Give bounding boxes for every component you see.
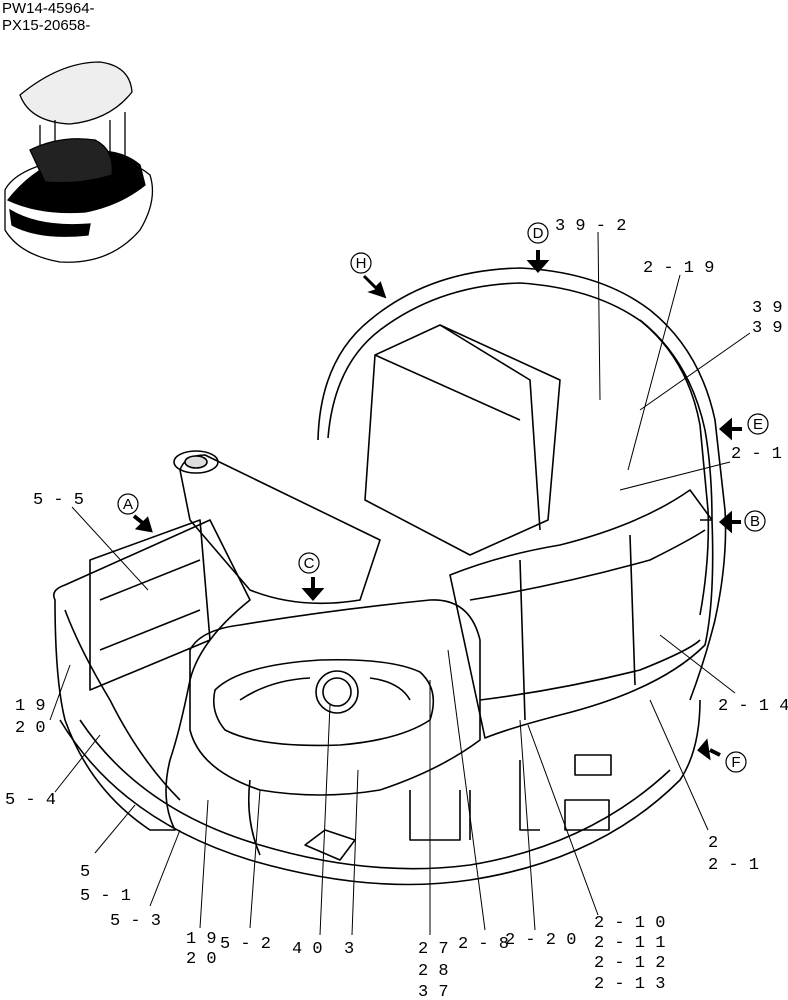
view-marker-h: H <box>350 252 387 299</box>
callout-5: 5 <box>80 863 90 882</box>
callout-2-10: 2 - 1 0 <box>594 914 665 933</box>
callout-2: 2 <box>708 834 718 853</box>
callout-2-11: 2 - 1 1 <box>594 934 665 953</box>
upper-frame-drawing <box>52 267 727 886</box>
callout-5-2: 5 - 2 <box>220 935 271 954</box>
callout-labels: 3 9 - 2 2 - 1 9 3 9 3 9 2 - 1 5 - 5 2 - … <box>5 217 788 1000</box>
callout-2-1-right: 2 - 1 <box>731 445 782 464</box>
svg-text:A: A <box>123 496 133 513</box>
view-marker-e: E <box>718 413 769 441</box>
callout-2-8: 2 - 8 <box>458 935 509 954</box>
callout-2-12: 2 - 1 2 <box>594 954 665 973</box>
svg-text:H: H <box>356 255 367 272</box>
cab-thumbnail <box>4 61 154 263</box>
view-marker-f: F <box>697 738 747 773</box>
callout-2-14: 2 - 1 4 <box>718 697 788 716</box>
callout-2-19: 2 - 1 9 <box>643 259 714 278</box>
callout-27: 2 7 <box>418 940 449 959</box>
callout-3: 3 <box>344 940 354 959</box>
callout-5-3: 5 - 3 <box>110 912 161 931</box>
callout-5-5: 5 - 5 <box>33 491 84 510</box>
svg-text:D: D <box>533 225 544 242</box>
view-marker-d: D <box>526 222 550 274</box>
serial-range-2: PX15-20658- <box>2 17 91 34</box>
callout-39-b: 3 9 <box>752 319 783 338</box>
view-marker-b: B <box>718 510 766 534</box>
svg-text:C: C <box>304 555 315 572</box>
callout-5-1: 5 - 1 <box>80 887 131 906</box>
callout-2-20: 2 - 2 0 <box>505 931 576 950</box>
callout-39-2: 3 9 - 2 <box>555 217 626 236</box>
serial-range-1: PW14-45964- <box>2 0 95 17</box>
svg-text:F: F <box>731 754 740 771</box>
view-marker-c: C <box>298 552 325 602</box>
callout-5-4: 5 - 4 <box>5 791 56 810</box>
svg-text:B: B <box>750 513 760 530</box>
callout-37: 3 7 <box>418 983 449 1000</box>
callout-2-1-lower: 2 - 1 <box>708 856 759 875</box>
leader-lines <box>49 231 751 936</box>
callout-19-left: 1 9 <box>15 697 46 716</box>
callout-20-left: 2 0 <box>15 719 46 738</box>
svg-text:E: E <box>753 416 763 433</box>
callout-19-bottom: 1 9 <box>186 930 217 949</box>
callout-39-a: 3 9 <box>752 299 783 318</box>
view-marker-a: A <box>117 493 153 533</box>
callout-28: 2 8 <box>418 962 449 981</box>
callout-20-bottom: 2 0 <box>186 950 217 969</box>
callout-2-13: 2 - 1 3 <box>594 975 665 994</box>
callout-40: 4 0 <box>292 940 323 959</box>
